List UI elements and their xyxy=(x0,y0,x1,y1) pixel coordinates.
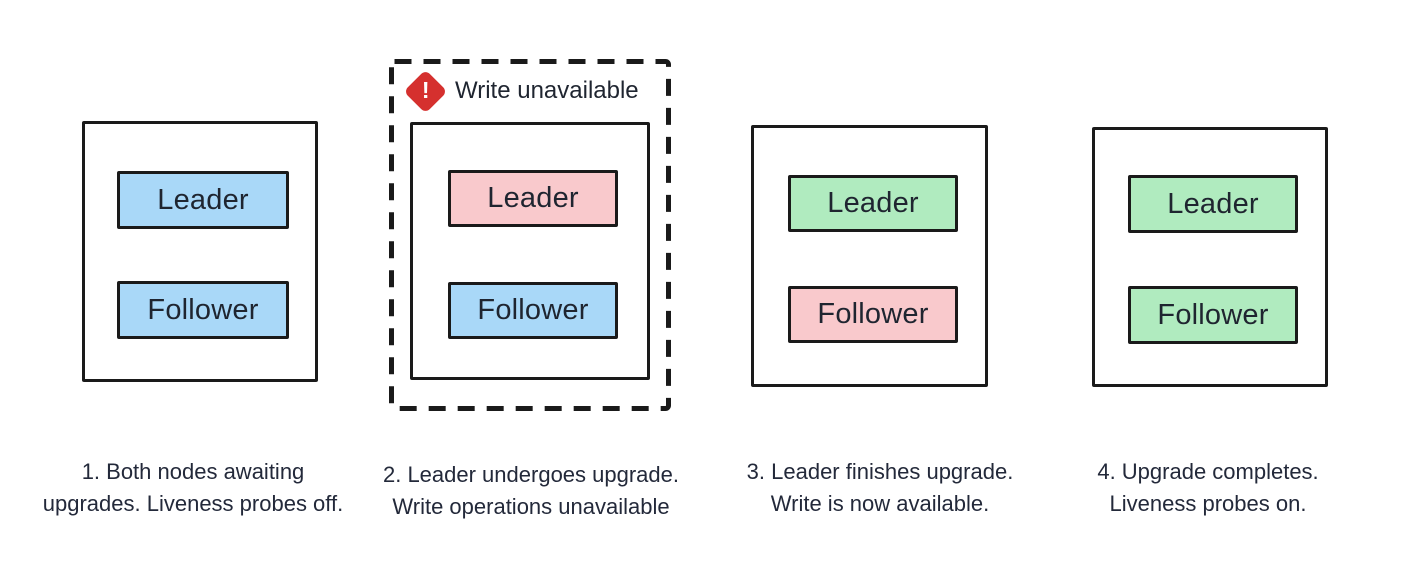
caption-step4-line2: Liveness probes on. xyxy=(1109,491,1307,516)
leader-node-step1: Leader xyxy=(117,171,289,229)
follower-node-step2: Follower xyxy=(448,282,618,339)
caption-step3-line2: Write is now available. xyxy=(770,491,990,516)
caption-step4: 4. Upgrade completes. Liveness probes on… xyxy=(1028,456,1388,520)
leader-node-step4: Leader xyxy=(1128,175,1298,233)
caption-step1: 1. Both nodes awaiting upgrades. Livenes… xyxy=(13,456,373,520)
leader-node-step3: Leader xyxy=(788,175,958,232)
maintenance-boundary-step2: ! Write unavailable Leader Follower xyxy=(389,59,671,411)
follower-node-step1: Follower xyxy=(117,281,289,339)
caption-step3: 3. Leader finishes upgrade. Write is now… xyxy=(700,456,1060,520)
caption-step1-line1: 1. Both nodes awaiting xyxy=(81,459,305,484)
leader-node-step2: Leader xyxy=(448,170,618,227)
write-unavailable-label: Write unavailable xyxy=(455,77,639,104)
caption-step4-line1: 4. Upgrade completes. xyxy=(1097,459,1319,484)
cluster-box-step4: Leader Follower xyxy=(1092,127,1328,387)
write-unavailable-badge: ! Write unavailable xyxy=(389,59,671,121)
caption-step1-line2: upgrades. Liveness probes off. xyxy=(42,491,344,516)
dashed-border xyxy=(389,59,671,411)
caption-step2-line1: 2. Leader undergoes upgrade. xyxy=(382,462,679,487)
caption-step3-line1: 3. Leader finishes upgrade. xyxy=(746,459,1014,484)
follower-node-step3: Follower xyxy=(788,286,958,343)
caption-step2-line2: Write operations unavailable xyxy=(392,494,670,519)
warning-exclamation: ! xyxy=(421,76,430,103)
caption-step2: 2. Leader undergoes upgrade. Write opera… xyxy=(351,459,711,523)
warning-diamond-icon: ! xyxy=(403,69,448,114)
cluster-box-step2: Leader Follower xyxy=(410,122,650,380)
follower-node-step4: Follower xyxy=(1128,286,1298,344)
cluster-box-step1: Leader Follower xyxy=(82,121,318,382)
cluster-box-step3: Leader Follower xyxy=(751,125,988,387)
